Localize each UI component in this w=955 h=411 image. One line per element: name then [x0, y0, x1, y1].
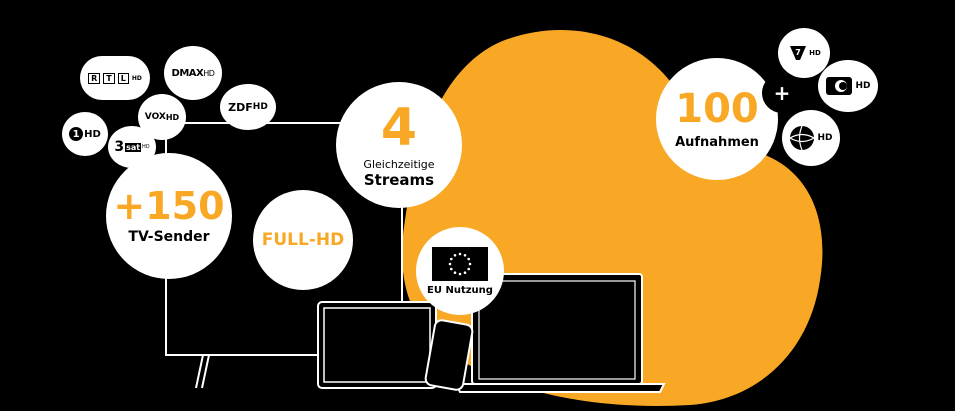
rtl-letter-t: T [103, 72, 115, 84]
tablet-outline [317, 301, 437, 389]
kabel1-icon [826, 77, 853, 95]
dmax-hd: HD [203, 68, 215, 78]
dmax-hd-logo: DMAX HD [164, 46, 222, 100]
eu-flag-icon [432, 246, 488, 281]
recordings-label: Aufnahmen [675, 134, 759, 150]
ard-hd: HD [84, 128, 101, 140]
channels-count: +150 [113, 184, 225, 228]
pro7-number: 7 [795, 48, 801, 57]
pro7-hd-logo: 7 HD [778, 28, 830, 78]
phone-outline [424, 319, 474, 391]
recordings-count: 100 [675, 85, 759, 132]
zdf-name: ZDF [228, 100, 253, 114]
3sat-hd: HD [142, 144, 150, 150]
3sat-number: 3 [114, 139, 125, 155]
sat1-hd: HD [817, 133, 833, 143]
pro7-hd: HD [809, 49, 821, 57]
streams-label-line2: Streams [363, 170, 435, 189]
sat1-hd-logo: HD [782, 110, 840, 166]
zdf-hd-logo: ZDF HD [220, 84, 276, 130]
channels-circle: +150 TV-Sender [106, 153, 232, 279]
vox-hd-logo: VOX HD [138, 94, 186, 140]
eu-usage-label: EU Nutzung [427, 284, 493, 296]
kabel1-hd: HD [855, 81, 871, 91]
vox-name: VOX [144, 112, 166, 122]
kabel1-hd-logo: HD [818, 60, 878, 112]
streams-circle: 4 Gleichzeitige Streams [336, 82, 462, 208]
plus-badge: + [762, 73, 802, 113]
ard-one-icon: 1 [69, 127, 84, 141]
pro7-icon: 7 [790, 46, 807, 60]
recordings-circle: 100 Aufnahmen [656, 58, 778, 180]
rtl-letter-r: R [88, 72, 101, 84]
full-hd-circle: FULL-HD [253, 190, 353, 290]
rtl-letter-l: L [117, 72, 129, 84]
3sat-hd-logo: 3 sat HD [108, 126, 156, 168]
full-hd-label: FULL-HD [261, 229, 345, 250]
rtl-hd-logo: R T L HD [80, 56, 150, 100]
eu-usage-circle: EU Nutzung [416, 227, 504, 315]
ard-hd-logo: 1 HD [62, 112, 108, 156]
3sat-name: sat [125, 142, 142, 152]
channels-label: TV-Sender [128, 229, 210, 245]
streams-count: 4 [380, 97, 418, 158]
plus-icon: + [773, 81, 791, 105]
sat1-ball-icon [790, 125, 815, 151]
zdf-hd: HD [252, 102, 268, 112]
rtl-hd: HD [131, 74, 142, 82]
streams-label-line1: Gleichzeitige [363, 157, 435, 171]
vox-hd: HD [165, 112, 180, 122]
dmax-name: DMAX [171, 67, 204, 79]
